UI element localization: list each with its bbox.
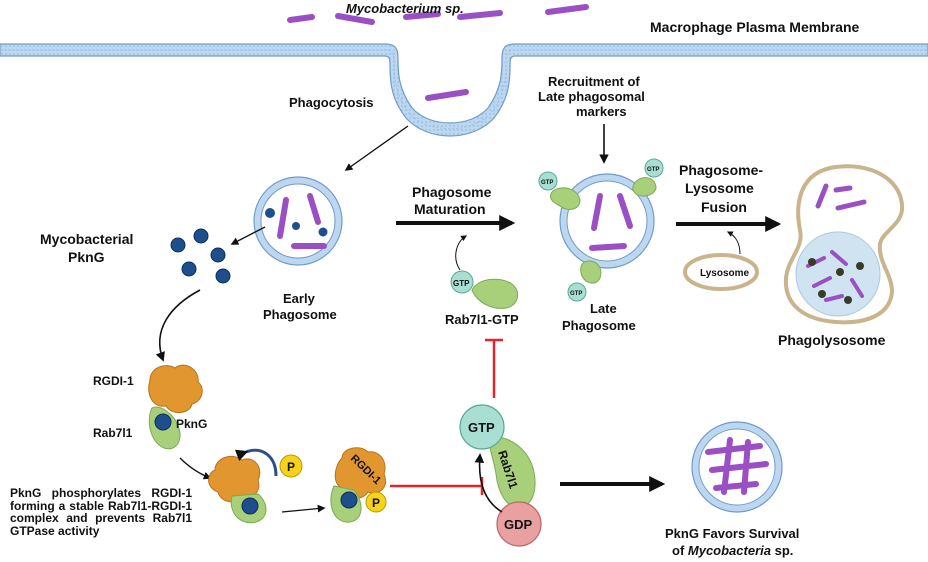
- rgdi-rab-pkng-complex: [148, 364, 203, 450]
- rab7l1-gtp: GTP: [450, 235, 519, 309]
- gtp-badge-late-1: GTP: [541, 180, 553, 186]
- lysosome-arrow: [726, 231, 741, 255]
- rab-gtp-label: Rab7l1-GTP: [445, 312, 519, 327]
- fusion-label-3: Fusion: [701, 199, 747, 215]
- gtp-badge-main: GTP: [468, 420, 495, 435]
- early-phagosome: [253, 176, 343, 266]
- binding-arrow: [155, 289, 201, 362]
- pkng-title-1: Mycobacterial: [40, 231, 133, 247]
- gtp-badge-late-3: GTP: [570, 291, 582, 297]
- phosphorylation-complex: P: [208, 448, 303, 524]
- gtp-badge-late-2: GTP: [647, 167, 659, 173]
- pkng-title-2: PknG: [68, 249, 105, 265]
- fusion-label-1: Phagosome-: [679, 162, 763, 178]
- inhibition-line: [390, 477, 484, 495]
- late-label-2: Phagosome: [562, 318, 636, 333]
- plasma-membrane: [0, 43, 928, 137]
- phosphate-badge-1: P: [287, 460, 295, 474]
- survival-label-2: of Mycobacteria sp.: [672, 543, 793, 558]
- phagolysosome-label: Phagolysosome: [778, 332, 886, 348]
- recruit-label-1: Recruitment of: [548, 74, 640, 89]
- inhibition-up: [485, 338, 503, 398]
- bacterium-label: Mycobacterium sp.: [346, 1, 464, 16]
- phagocytosis-label: Phagocytosis: [289, 95, 374, 110]
- rab7l1-cycle: GTP GDP Rab7l1: [459, 404, 542, 547]
- to-stable-complex-arrow: [281, 504, 326, 513]
- late-label-1: Late: [590, 301, 617, 316]
- phosphate-badge-2: P: [372, 496, 380, 510]
- survival-phagosome: [691, 421, 783, 513]
- pkng-molecules: [170, 228, 231, 284]
- lysosome-label: Lysosome: [700, 268, 750, 279]
- gtp-badge-rab: GTP: [453, 279, 470, 288]
- secretion-arrow: [230, 226, 266, 245]
- late-phagosome: GTP GTP GTP: [538, 158, 664, 302]
- phagolysosome: [783, 164, 905, 325]
- rab7l1-label: Rab7l1: [93, 426, 133, 440]
- stable-rgdi-complex: P RGDI-1: [330, 447, 387, 523]
- rgdi-label: RGDI-1: [93, 374, 134, 388]
- pkng-label: PknG: [176, 417, 207, 431]
- recruit-label-2: Late phagosomal: [538, 89, 645, 104]
- early-label-2: Phagosome: [263, 307, 337, 322]
- to-phosphorylation-arrow: [179, 457, 212, 480]
- early-label-1: Early: [283, 291, 316, 306]
- survival-label-1: PknG Favors Survival: [665, 526, 799, 541]
- phagocytosis-arrow: [344, 125, 409, 171]
- membrane-label: Macrophage Plasma Membrane: [650, 19, 860, 35]
- recruit-label-3: markers: [576, 104, 627, 119]
- gdp-badge: GDP: [504, 517, 533, 532]
- lysosome: Lysosome: [683, 253, 759, 291]
- maturation-label-1: Phagosome: [412, 184, 492, 200]
- mechanism-caption: PknG phosphorylates RGDI-1 forming a sta…: [10, 486, 192, 538]
- mycobacteria-outside: [287, 4, 589, 101]
- maturation-label-2: Maturation: [414, 201, 486, 217]
- fusion-label-2: Lysosome: [685, 180, 754, 196]
